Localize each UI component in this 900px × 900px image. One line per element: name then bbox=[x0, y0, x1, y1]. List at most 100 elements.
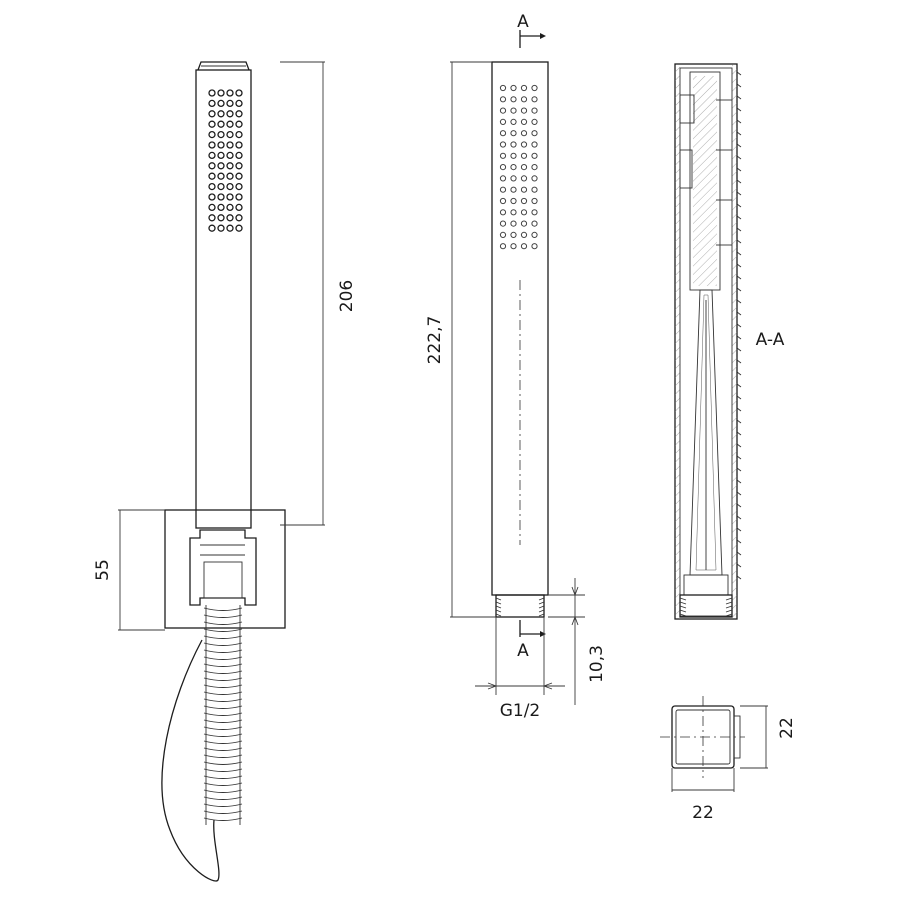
nozzle-dot bbox=[235, 203, 243, 212]
nozzle-dot bbox=[226, 110, 234, 118]
nozzle-dot bbox=[531, 152, 538, 159]
nozzle-dot bbox=[208, 141, 216, 149]
nozzle-dot bbox=[499, 209, 507, 216]
nozzle-dot bbox=[520, 175, 528, 182]
nozzle-dot bbox=[531, 243, 538, 250]
spray-nozzles-front bbox=[499, 84, 538, 250]
nozzle-dot bbox=[499, 164, 507, 171]
nozzle-dot bbox=[510, 231, 517, 238]
nozzle-dot bbox=[531, 186, 538, 193]
nozzle-dot bbox=[217, 162, 225, 170]
nozzle-dot bbox=[520, 118, 528, 126]
nozzle-dot bbox=[226, 99, 234, 108]
end-view-square: 22 22 bbox=[660, 696, 797, 823]
dimension-22-width-label: 22 bbox=[692, 803, 714, 823]
nozzle-dot bbox=[226, 141, 234, 149]
nozzle-dot bbox=[499, 130, 507, 137]
nozzle-dot bbox=[510, 186, 517, 193]
nozzle-dot bbox=[226, 182, 234, 191]
nozzle-dot bbox=[510, 107, 517, 114]
nozzle-dot bbox=[208, 224, 216, 232]
nozzle-dot bbox=[520, 231, 528, 238]
dimension-206-label: 206 bbox=[337, 280, 357, 312]
dimension-55-label: 55 bbox=[93, 559, 113, 581]
nozzle-dot bbox=[208, 203, 216, 212]
nozzle-dot bbox=[217, 214, 225, 222]
nozzle-dot bbox=[531, 220, 538, 227]
nozzle-dot bbox=[208, 89, 216, 97]
thread-size-label: G1/2 bbox=[500, 701, 541, 721]
nozzle-dot bbox=[235, 224, 243, 232]
nozzle-dot bbox=[226, 193, 234, 201]
nozzle-dot bbox=[499, 220, 507, 227]
dimension-22-depth-label: 22 bbox=[777, 717, 797, 739]
nozzle-dot bbox=[499, 197, 507, 205]
nozzle-dot bbox=[235, 193, 243, 201]
nozzle-dot bbox=[531, 141, 538, 148]
nozzle-dot bbox=[235, 151, 243, 160]
nozzle-dot bbox=[217, 99, 225, 108]
nozzle-dot bbox=[235, 130, 243, 139]
nozzle-dot bbox=[520, 130, 528, 137]
section-mark-a-top: A bbox=[517, 12, 529, 32]
nozzle-dot bbox=[226, 130, 234, 139]
nozzle-dot bbox=[208, 172, 216, 180]
nozzle-dot bbox=[226, 89, 234, 97]
nozzle-dot bbox=[499, 96, 507, 103]
nozzle-dot bbox=[499, 231, 507, 238]
nozzle-dot bbox=[208, 214, 216, 222]
nozzle-dot bbox=[510, 220, 517, 227]
nozzle-dot bbox=[235, 110, 243, 118]
thread-connection bbox=[495, 594, 545, 618]
nozzle-dot bbox=[520, 209, 528, 216]
nozzle-dot bbox=[520, 220, 528, 227]
nozzle-dot bbox=[217, 151, 225, 160]
nozzle-dot bbox=[520, 164, 528, 171]
nozzle-dot bbox=[208, 99, 216, 108]
nozzle-dot bbox=[217, 120, 225, 128]
nozzle-dot bbox=[235, 214, 243, 222]
nozzle-dot bbox=[226, 203, 234, 212]
shower-hose bbox=[203, 605, 243, 825]
nozzle-dot bbox=[226, 214, 234, 222]
nozzle-dot bbox=[208, 182, 216, 191]
nozzle-dot bbox=[520, 107, 528, 114]
section-view-a-a: A-A bbox=[674, 63, 785, 620]
section-mark-a-bottom: A bbox=[517, 641, 529, 661]
nozzle-dot bbox=[520, 141, 528, 148]
nozzle-dot bbox=[226, 120, 234, 128]
nozzle-dot bbox=[520, 96, 528, 103]
nozzle-dot bbox=[510, 197, 517, 205]
nozzle-dot bbox=[510, 243, 517, 250]
nozzle-dot bbox=[499, 175, 507, 182]
nozzle-dot bbox=[520, 243, 528, 250]
nozzle-dot bbox=[217, 172, 225, 180]
nozzle-dot bbox=[217, 110, 225, 118]
nozzle-dot bbox=[520, 197, 528, 205]
hose-loop bbox=[161, 639, 220, 882]
nozzle-dot bbox=[510, 152, 517, 159]
nozzle-dot bbox=[217, 130, 225, 139]
wall-bracket-plate bbox=[164, 509, 286, 629]
nozzle-dot bbox=[520, 152, 528, 159]
nozzle-dot bbox=[235, 182, 243, 191]
nozzle-dot bbox=[235, 162, 243, 170]
nozzle-dot bbox=[217, 203, 225, 212]
nozzle-dot bbox=[531, 175, 538, 182]
nozzle-dot bbox=[510, 209, 517, 216]
nozzle-dot bbox=[531, 197, 538, 205]
nozzle-dot bbox=[208, 151, 216, 160]
dimension-10-3-label: 10,3 bbox=[587, 645, 607, 683]
nozzle-dot bbox=[235, 89, 243, 97]
nozzle-dot bbox=[510, 141, 517, 148]
nozzle-dot bbox=[217, 182, 225, 191]
nozzle-dot bbox=[499, 152, 507, 159]
front-view-with-bracket: 206 55 bbox=[93, 61, 357, 882]
shower-handle bbox=[195, 69, 252, 529]
nozzle-dot bbox=[510, 84, 517, 92]
spray-nozzles bbox=[208, 89, 243, 232]
nozzle-dot bbox=[499, 141, 507, 148]
nozzle-dot bbox=[208, 130, 216, 139]
nozzle-dot bbox=[235, 99, 243, 108]
